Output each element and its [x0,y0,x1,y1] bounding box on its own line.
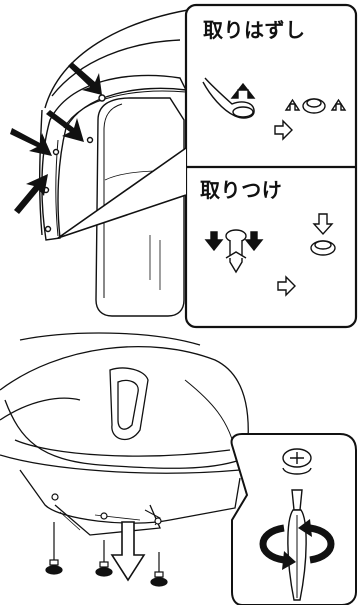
install-title: 取りつけ [200,180,282,200]
screwdriver-icon [292,490,302,510]
removal-title: 取りはずし [203,20,306,40]
screwdriver-callout [232,434,356,605]
screw-icon [96,540,112,576]
bumper-illustration [0,333,248,535]
screw-icon [46,522,62,574]
screw-icon [151,552,167,586]
screws [46,494,167,586]
